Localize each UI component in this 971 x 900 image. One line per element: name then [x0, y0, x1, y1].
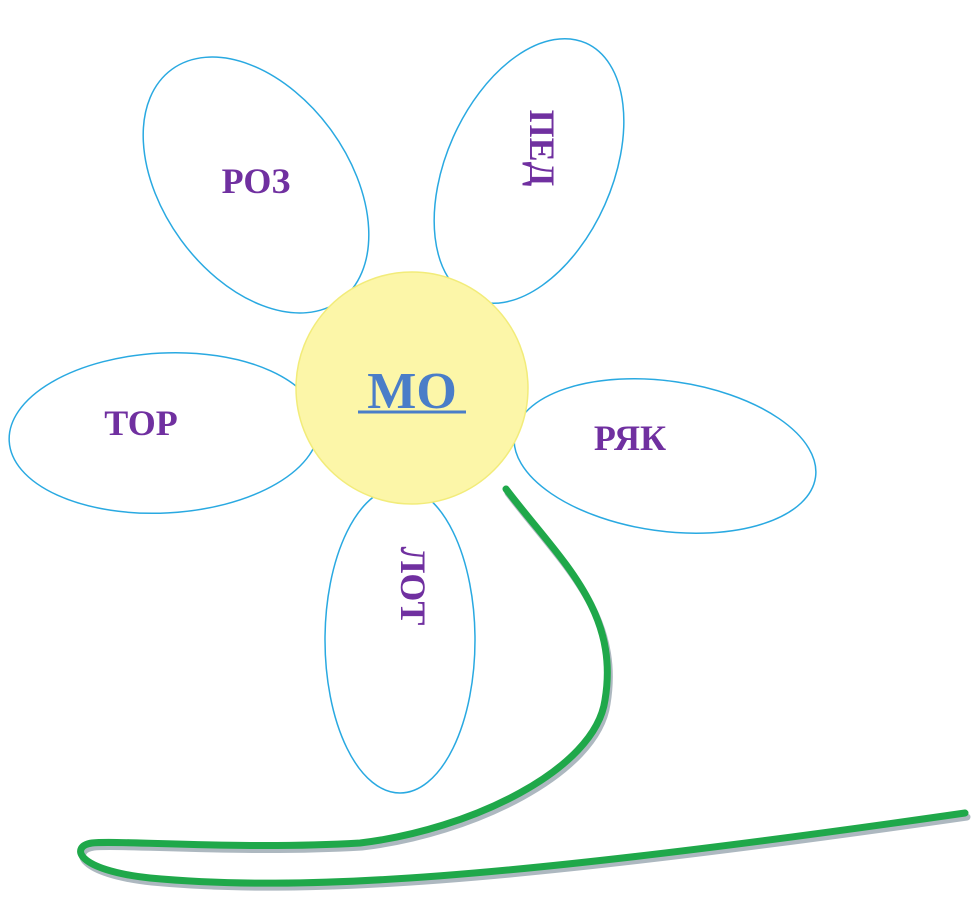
petal-tor: ТОР [8, 351, 320, 515]
petal-roz: РОЗ [142, 56, 370, 314]
petal-ryak-label: РЯК [594, 418, 666, 458]
petal-roz-label: РОЗ [222, 161, 291, 201]
petal-lot-label: ЛОТ [393, 547, 433, 626]
petal-ped-label: ПЕД [522, 110, 562, 187]
petal-tor-label: ТОР [104, 403, 178, 443]
petal-lot: ЛОТ [324, 486, 476, 794]
petal-ped: ПЕД [433, 37, 625, 305]
flower-stem [77, 485, 969, 887]
petal-ryak: РЯК [513, 378, 817, 534]
flower-center: МО [295, 271, 529, 505]
